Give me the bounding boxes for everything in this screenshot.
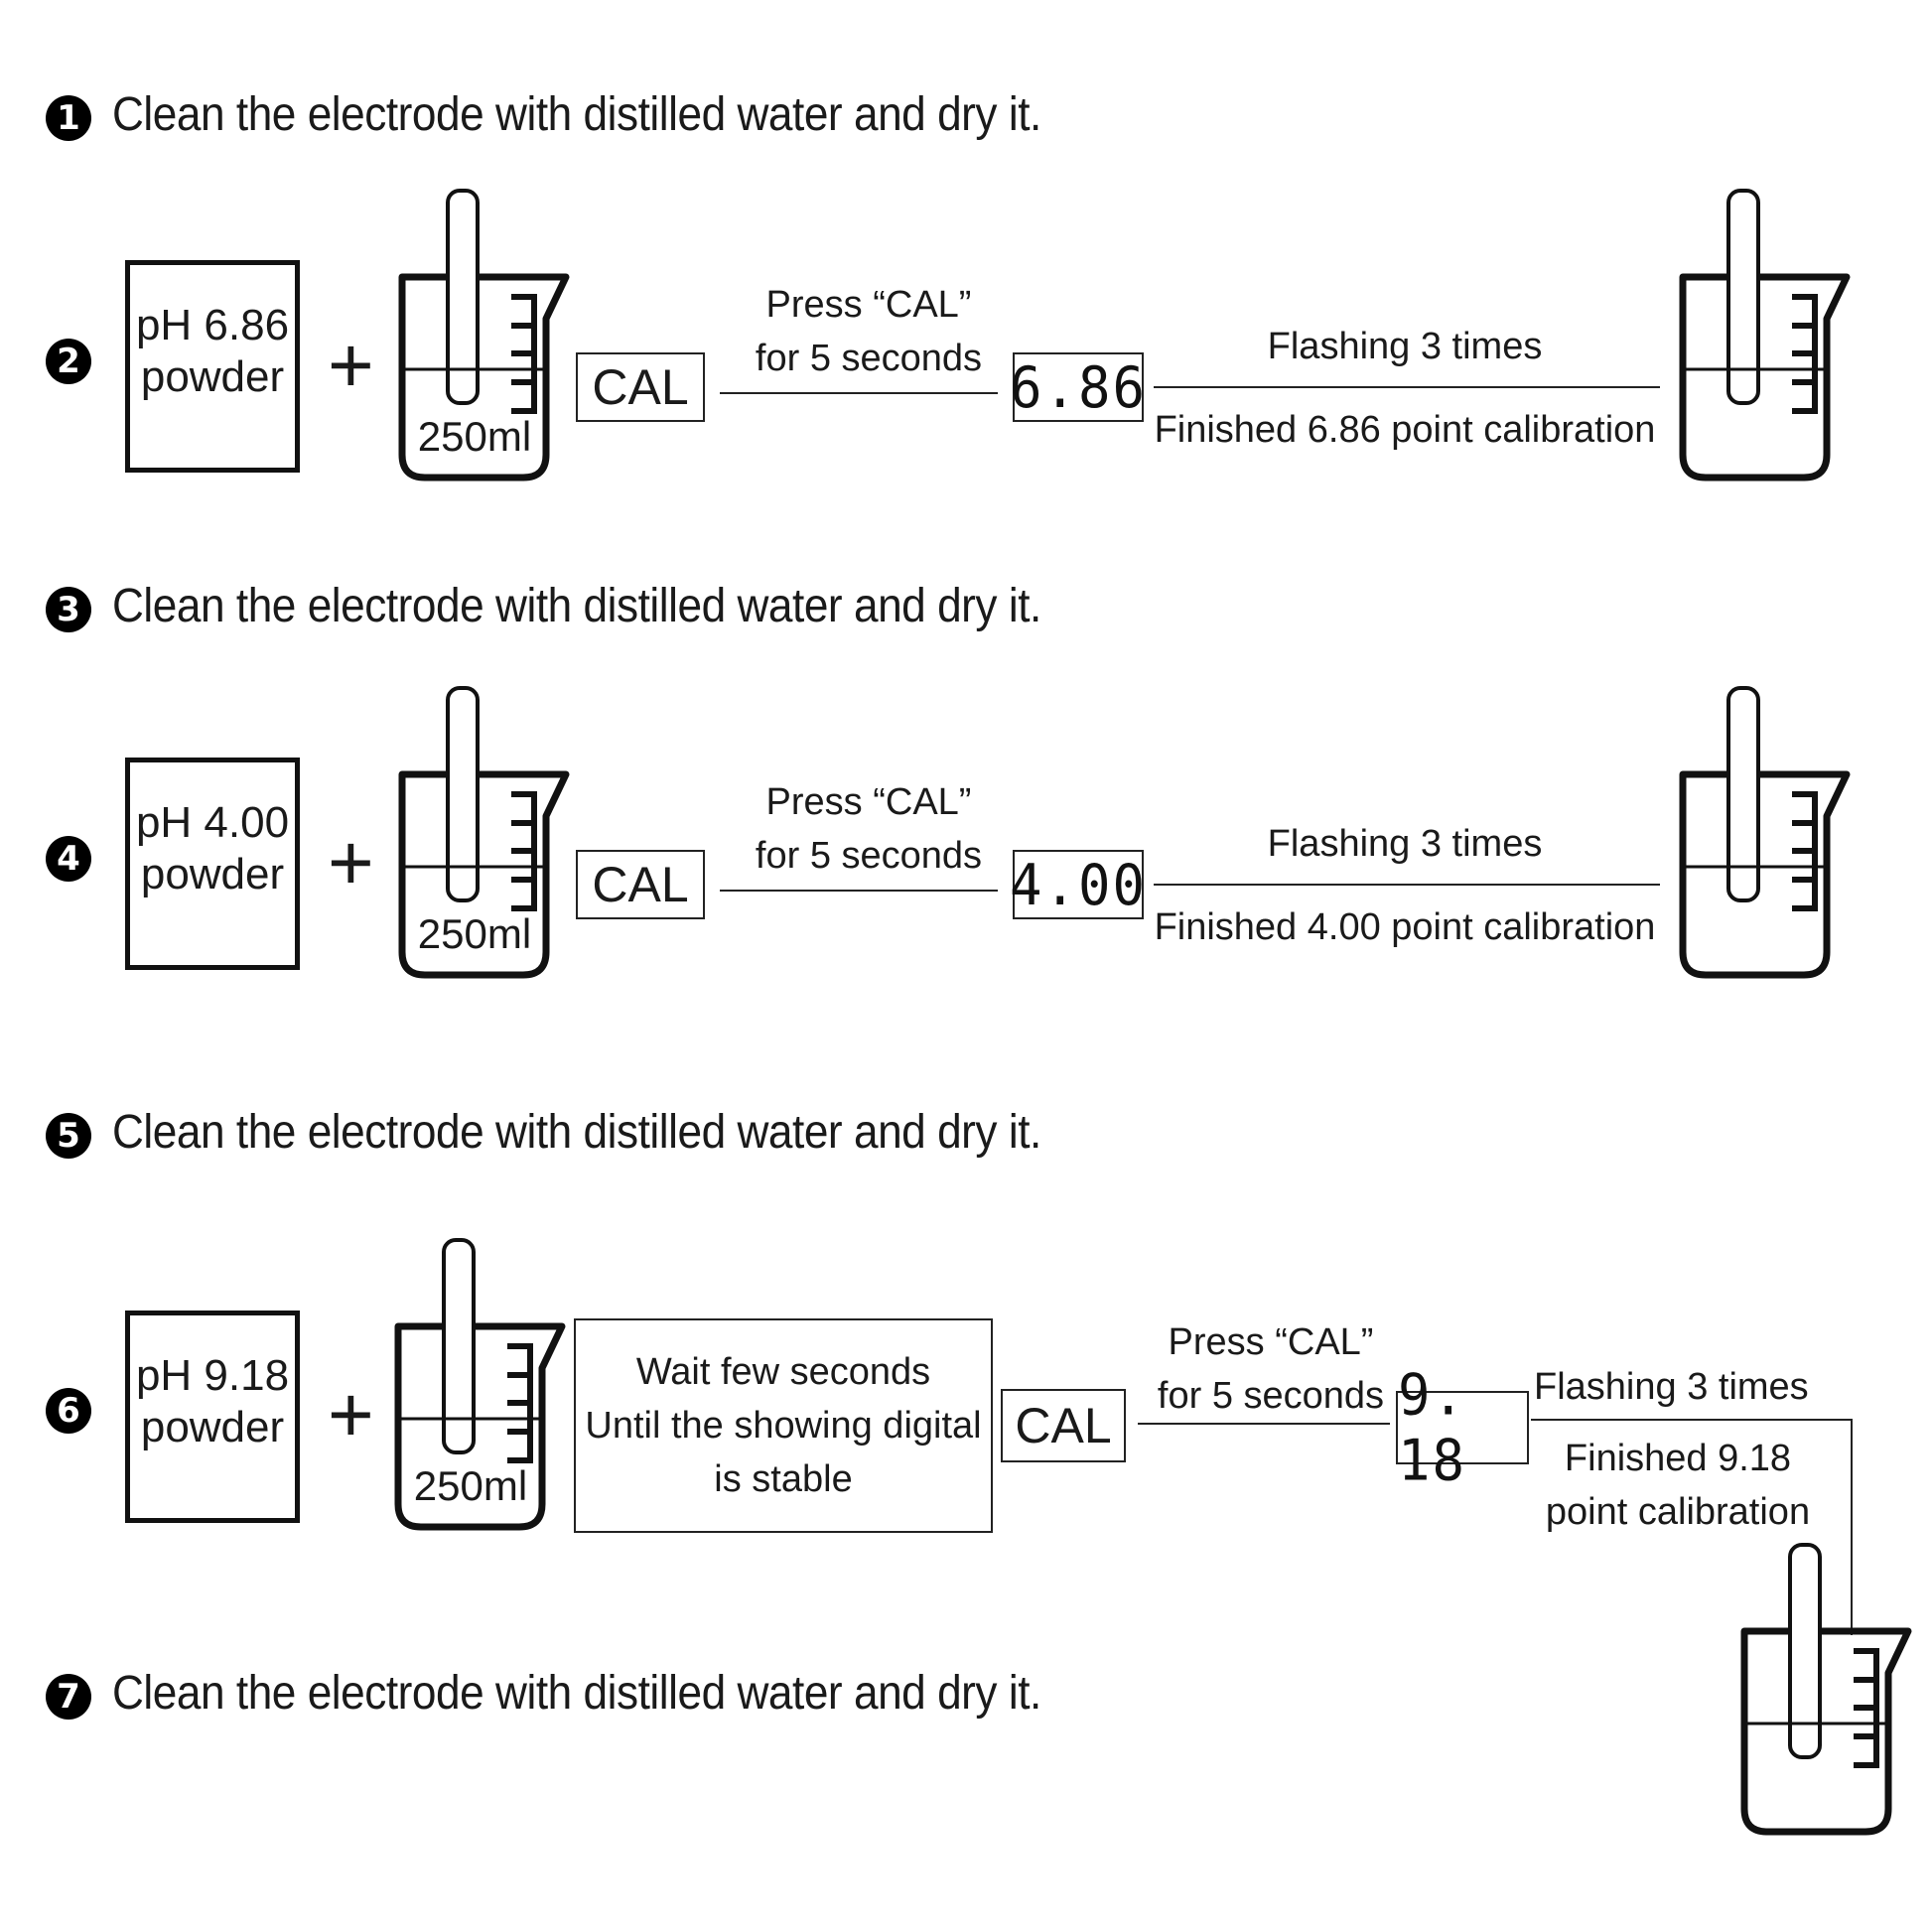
finished-label: Finished 4.00 point calibration xyxy=(1154,906,1656,948)
step-number-badge: 4 xyxy=(46,836,91,882)
wait-instruction-box: Wait few seconds Until the showing digit… xyxy=(574,1318,993,1533)
lcd-reading: 4.00 xyxy=(1009,851,1148,918)
step-number-badge: 5 xyxy=(46,1113,91,1159)
press-cal-line2: for 5 seconds xyxy=(755,835,983,877)
lcd-display: 4.00 xyxy=(1009,850,1148,919)
press-cal-instruction: Press “CAL” for 5 seconds xyxy=(1127,1315,1415,1423)
beaker-icon xyxy=(1679,686,1851,979)
step-5-text: Clean the electrode with distilled water… xyxy=(112,1106,1041,1159)
step-number-badge: 7 xyxy=(46,1674,91,1720)
connector-line xyxy=(1138,1423,1390,1425)
plus-sign: + xyxy=(328,818,374,906)
cal-button: CAL xyxy=(576,850,705,919)
wait-line3: is stable xyxy=(714,1458,853,1500)
powder-label-line2: powder xyxy=(140,352,285,401)
press-cal-line1: Press “CAL” xyxy=(765,781,972,823)
step-number-badge: 3 xyxy=(46,587,91,632)
powder-box-ph918: pH 9.18 powder xyxy=(125,1311,300,1523)
finished-label: Finished 9.18 point calibration xyxy=(1529,1432,1827,1539)
plus-sign: + xyxy=(328,321,374,409)
powder-label-line2: powder xyxy=(140,850,285,898)
press-cal-line2: for 5 seconds xyxy=(755,338,983,379)
flashing-label: Flashing 3 times xyxy=(1267,326,1543,367)
step-1-text: Clean the electrode with distilled water… xyxy=(112,88,1041,141)
plus-sign: + xyxy=(328,1370,374,1458)
step-3-text: Clean the electrode with distilled water… xyxy=(112,580,1041,632)
lcd-display: 9. 18 xyxy=(1396,1362,1529,1493)
beaker-volume-label: 250ml xyxy=(418,413,531,460)
step-number-badge: 2 xyxy=(46,339,91,384)
connector-line xyxy=(1154,884,1660,886)
beaker-icon: 250ml xyxy=(394,1238,566,1531)
step-number-badge: 1 xyxy=(46,95,91,141)
finished-line1: Finished 9.18 xyxy=(1564,1438,1792,1479)
press-cal-line1: Press “CAL” xyxy=(1168,1321,1374,1363)
finished-line2: point calibration xyxy=(1545,1491,1811,1533)
press-cal-instruction: Press “CAL” for 5 seconds xyxy=(725,775,1013,883)
press-cal-line2: for 5 seconds xyxy=(1157,1375,1385,1417)
connector-line xyxy=(720,392,998,394)
press-cal-line1: Press “CAL” xyxy=(765,284,972,326)
connector-line xyxy=(720,890,998,892)
beaker-icon xyxy=(1740,1543,1912,1836)
connector-line-vertical xyxy=(1851,1419,1853,1635)
connector-line xyxy=(1531,1419,1853,1421)
powder-box-ph400: pH 4.00 powder xyxy=(125,758,300,970)
beaker-volume-label: 250ml xyxy=(418,910,531,957)
powder-label-line2: powder xyxy=(140,1403,285,1451)
powder-box-ph686: pH 6.86 powder xyxy=(125,260,300,473)
lcd-reading: 9. 18 xyxy=(1398,1361,1467,1494)
beaker-icon: 250ml xyxy=(398,189,570,482)
cal-button: CAL xyxy=(576,352,705,422)
wait-line2: Until the showing digital xyxy=(585,1405,982,1447)
finished-label: Finished 6.86 point calibration xyxy=(1154,409,1656,451)
powder-label-line1: pH 6.86 xyxy=(135,301,290,349)
beaker-icon: 250ml xyxy=(398,686,570,979)
connector-line xyxy=(1154,386,1660,388)
beaker-icon xyxy=(1679,189,1851,482)
flashing-label: Flashing 3 times xyxy=(1534,1366,1809,1408)
flashing-label: Flashing 3 times xyxy=(1267,823,1543,865)
wait-line1: Wait few seconds xyxy=(635,1351,931,1393)
lcd-display: 6.86 xyxy=(1009,352,1148,422)
lcd-reading: 6.86 xyxy=(1009,353,1148,421)
press-cal-instruction: Press “CAL” for 5 seconds xyxy=(725,278,1013,385)
powder-label-line1: pH 9.18 xyxy=(135,1351,290,1400)
powder-label-line1: pH 4.00 xyxy=(135,798,290,847)
beaker-volume-label: 250ml xyxy=(414,1462,527,1509)
cal-button: CAL xyxy=(1001,1389,1126,1462)
step-number-badge: 6 xyxy=(46,1388,91,1434)
step-7-text: Clean the electrode with distilled water… xyxy=(112,1667,1041,1720)
